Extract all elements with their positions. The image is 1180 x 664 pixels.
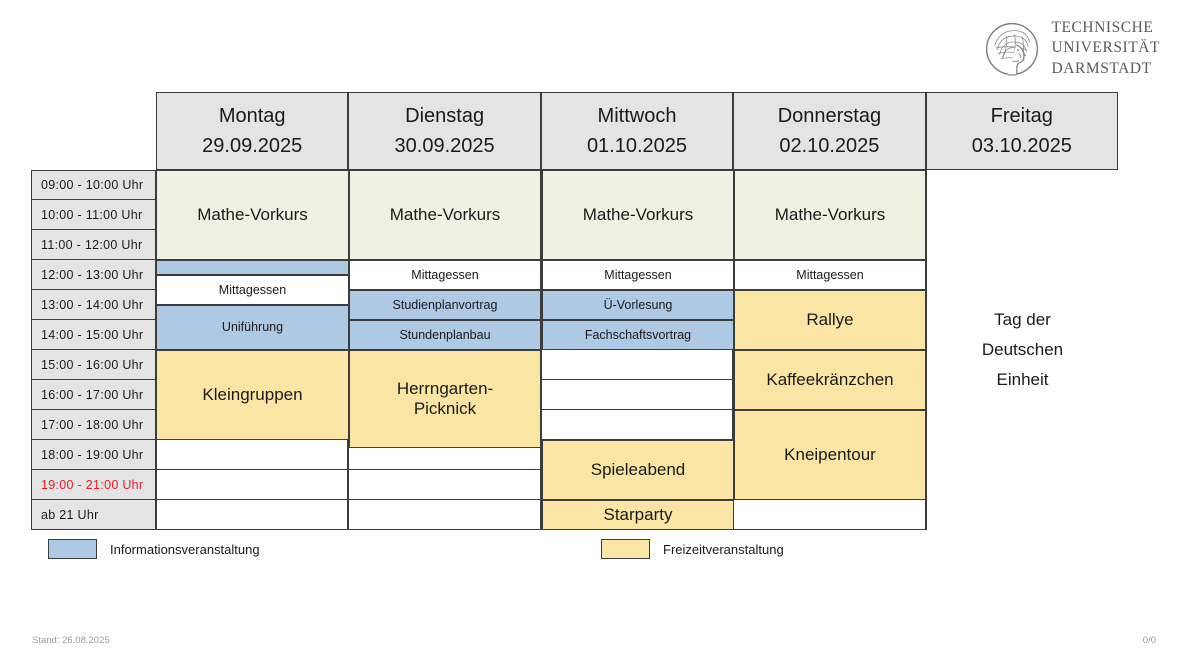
legend-item-freizeitveranstaltung: Freizeitveranstaltung bbox=[601, 539, 784, 559]
event-thu-kneipentour[interactable]: Kneipentour bbox=[734, 410, 926, 500]
time-label-0: 09:00 - 10:00 Uhr bbox=[31, 170, 156, 200]
slot-wed-8 bbox=[540, 410, 734, 440]
event-fri-tag-der-deutschen-einheit[interactable]: Tag der Deutschen Einheit bbox=[927, 170, 1118, 530]
event-wed-starparty[interactable]: Starparty bbox=[542, 500, 734, 530]
footer-stand: Stand: 26.08.2025 bbox=[32, 635, 110, 646]
slot-mon-10 bbox=[156, 470, 349, 500]
day-date: 30.09.2025 bbox=[394, 135, 495, 157]
day-date: 03.10.2025 bbox=[971, 135, 1072, 157]
day-header-montag: Montag 29.09.2025 bbox=[156, 92, 349, 170]
event-tue-stundenplanbau[interactable]: Stundenplanbau bbox=[349, 320, 541, 350]
event-tue-mittagessen[interactable]: Mittagessen bbox=[349, 260, 541, 290]
legend-label-fun: Freizeitveranstaltung bbox=[663, 541, 784, 557]
event-thu-mathe-vorkurs[interactable]: Mathe-Vorkurs bbox=[734, 170, 926, 260]
day-header-freitag: Freitag 03.10.2025 bbox=[925, 92, 1118, 170]
slot-mon-11 bbox=[156, 500, 349, 530]
time-label-6: 15:00 - 16:00 Uhr bbox=[31, 350, 156, 380]
tu-darmstadt-athena-head-icon bbox=[986, 22, 1039, 76]
event-mon-kleingruppen[interactable]: Kleingruppen bbox=[156, 350, 349, 440]
day-name: Freitag bbox=[990, 105, 1053, 127]
time-label-7: 16:00 - 17:00 Uhr bbox=[31, 380, 156, 410]
time-label-11: ab 21 Uhr bbox=[31, 500, 156, 530]
event-wed-mittagessen[interactable]: Mittagessen bbox=[542, 260, 734, 290]
slot-wed-7 bbox=[540, 380, 734, 410]
legend-swatch-fun bbox=[601, 539, 650, 559]
legend-item-informationsveranstaltung: Informationsveranstaltung bbox=[48, 539, 260, 559]
slot-thu-11 bbox=[733, 500, 926, 530]
time-label-3: 12:00 - 13:00 Uhr bbox=[31, 260, 156, 290]
day-header-mittwoch: Mittwoch 01.10.2025 bbox=[540, 92, 734, 170]
day-header-dienstag: Dienstag 30.09.2025 bbox=[348, 92, 541, 170]
day-name: Dienstag bbox=[405, 105, 485, 127]
event-wed-ue-vorlesung[interactable]: Ü-Vorlesung bbox=[542, 290, 734, 320]
time-label-1: 10:00 - 11:00 Uhr bbox=[31, 200, 156, 230]
day-name: Montag bbox=[218, 105, 286, 127]
event-thu-mittagessen[interactable]: Mittagessen bbox=[734, 260, 926, 290]
schedule-table: Montag 29.09.2025 Dienstag 30.09.2025 Mi… bbox=[31, 92, 1118, 530]
legend-label-info: Informationsveranstaltung bbox=[110, 541, 260, 557]
event-wed-spieleabend[interactable]: Spieleabend bbox=[542, 440, 734, 500]
event-tue-mathe-vorkurs[interactable]: Mathe-Vorkurs bbox=[349, 170, 541, 260]
grid-corner bbox=[31, 92, 156, 170]
event-thu-rallye[interactable]: Rallye bbox=[734, 290, 926, 350]
day-header-donnerstag: Donnerstag 02.10.2025 bbox=[733, 92, 926, 170]
event-mon-unifuehrung[interactable]: Uniführung bbox=[156, 305, 349, 350]
legend-swatch-info bbox=[48, 539, 97, 559]
day-date: 01.10.2025 bbox=[586, 135, 688, 157]
slot-mon-9 bbox=[156, 440, 349, 470]
event-tue-herrngarten-picknick[interactable]: Herrngarten- Picknick bbox=[349, 350, 541, 448]
legend: Informationsveranstaltung Freizeitverans… bbox=[31, 539, 1118, 563]
time-label-2: 11:00 - 12:00 Uhr bbox=[31, 230, 156, 260]
slot-tue-11 bbox=[348, 500, 541, 530]
logo-wordmark: Technische Universität Darmstadt bbox=[1051, 18, 1160, 79]
day-date: 02.10.2025 bbox=[779, 135, 880, 157]
logo-line-2: Universität bbox=[1051, 39, 1160, 57]
time-label-8: 17:00 - 18:00 Uhr bbox=[31, 410, 156, 440]
logo-line-3: Darmstadt bbox=[1051, 59, 1152, 77]
day-date: 29.09.2025 bbox=[202, 135, 303, 157]
event-tue-studienplanvortrag[interactable]: Studienplanvortrag bbox=[349, 290, 541, 320]
event-wed-fachschaftsvortrag[interactable]: Fachschaftsvortrag bbox=[542, 320, 734, 350]
event-wed-mathe-vorkurs[interactable]: Mathe-Vorkurs bbox=[542, 170, 734, 260]
time-label-4: 13:00 - 14:00 Uhr bbox=[31, 290, 156, 320]
tu-darmstadt-logo: Technische Universität Darmstadt bbox=[985, 18, 1160, 79]
slot-wed-6 bbox=[540, 350, 734, 380]
event-mon-info-strip[interactable] bbox=[156, 260, 349, 275]
day-name: Mittwoch bbox=[597, 105, 677, 127]
slot-tue-10 bbox=[348, 470, 541, 500]
logo-line-1: Technische bbox=[1051, 19, 1154, 36]
time-label-9: 18:00 - 19:00 Uhr bbox=[31, 440, 156, 470]
time-label-10: 19:00 - 21:00 Uhr bbox=[31, 470, 156, 500]
time-label-5: 14:00 - 15:00 Uhr bbox=[31, 320, 156, 350]
event-mon-mittagessen[interactable]: Mittagessen bbox=[156, 275, 349, 305]
day-name: Donnerstag bbox=[777, 105, 882, 127]
event-thu-kaffeekraenzchen[interactable]: Kaffeekränzchen bbox=[734, 350, 926, 410]
event-mon-mathe-vorkurs[interactable]: Mathe-Vorkurs bbox=[156, 170, 349, 260]
footer-page-number: 0/0 bbox=[1142, 635, 1156, 646]
